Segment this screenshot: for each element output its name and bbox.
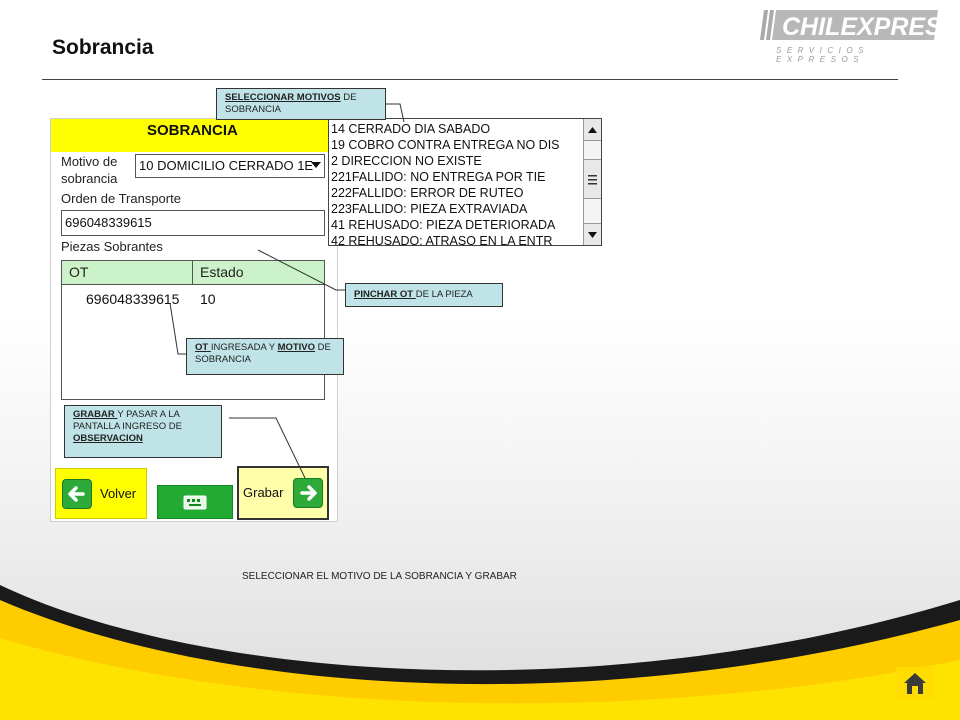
scroll-down-button[interactable]: [584, 223, 601, 245]
callout-ot-ingresada: OT INGRESADA Y MOTIVO DE SOBRANCIA: [186, 338, 344, 375]
arrow-left-icon: [62, 479, 92, 509]
motivo-select-value: 10 DOMICILIO CERRADO 1E: [139, 158, 314, 173]
dropdown-scrollbar[interactable]: [583, 119, 601, 245]
list-item[interactable]: 19 COBRO CONTRA ENTREGA NO DIS: [331, 138, 560, 152]
grip-icon: [588, 175, 597, 185]
motivo-select[interactable]: 10 DOMICILIO CERRADO 1E: [135, 154, 325, 178]
scroll-thumb[interactable]: [584, 159, 601, 199]
list-item[interactable]: 42 REHUSADO: ATRASO EN LA ENTR: [331, 234, 553, 246]
callout-seleccionar-rest: DE SOBRANCIA: [225, 92, 357, 115]
device-header: SOBRANCIA: [51, 119, 337, 152]
orden-transporte-input[interactable]: 696048339615: [61, 210, 325, 236]
piezas-label: Piezas Sobrantes: [61, 239, 163, 254]
callout-seleccionar-motivos: SELECCIONAR MOTIVOS DE SOBRANCIA: [216, 88, 386, 120]
grabar-button[interactable]: Grabar: [237, 466, 329, 520]
orden-transporte-value: 696048339615: [65, 215, 152, 230]
chevron-down-icon[interactable]: [311, 162, 321, 168]
orden-label: Orden de Transporte: [61, 191, 181, 206]
logo-tagline: SERVICIOS EXPRESOS: [776, 46, 869, 64]
list-item[interactable]: 2 DIRECCION NO EXISTE: [331, 154, 482, 168]
grabar-label: Grabar: [243, 485, 284, 500]
volver-label: Volver: [100, 486, 137, 501]
chilexpress-logo-icon: CHILEXPRESS: [760, 10, 938, 41]
callout-seleccionar-u1: SELECCIONAR MOTIVOS: [225, 92, 341, 103]
chilexpress-logo: CHILEXPRESS SERVICIOS EXPRESOS: [760, 8, 944, 64]
page-title: Sobrancia: [52, 36, 154, 59]
callout-pinchar-u1: PINCHAR OT: [354, 289, 416, 300]
device-screen: SOBRANCIA Motivo de sobrancia 10 DOMICIL…: [50, 118, 338, 522]
piezas-table: OT Estado 696048339615 10: [61, 260, 325, 400]
keyboard-button[interactable]: [157, 485, 233, 519]
list-item[interactable]: 223FALLIDO: PIEZA EXTRAVIADA: [331, 202, 528, 216]
logo-text: CHILEXPRESS: [782, 13, 938, 41]
triangle-up-icon: [588, 127, 597, 133]
callout-ot-rest: DE SOBRANCIA: [195, 342, 331, 365]
list-item[interactable]: 222FALLIDO: ERROR DE RUTEO: [331, 186, 524, 200]
callout-grabar-u2: OBSERVACION: [73, 432, 143, 444]
arrow-right-icon: [293, 478, 323, 508]
table-header-estado[interactable]: Estado: [193, 261, 324, 285]
list-item[interactable]: 14 CERRADO DIA SABADO: [331, 122, 491, 136]
scroll-up-button[interactable]: [584, 119, 601, 141]
callout-pinchar-rest: DE LA PIEZA: [415, 289, 473, 300]
bottom-instruction: SELECCIONAR EL MOTIVO DE LA SOBRANCIA Y …: [242, 571, 517, 582]
device-header-title: SOBRANCIA: [147, 122, 238, 139]
home-button[interactable]: [896, 667, 934, 699]
list-item[interactable]: 41 REHUSADO: PIEZA DETERIORADA: [331, 218, 556, 232]
home-icon: [904, 673, 926, 694]
callout-ot-mid: INGRESADA Y: [210, 342, 278, 353]
table-cell-ot[interactable]: 696048339615: [86, 291, 180, 307]
callout-grabar-mid: Y PASAR A LA PANTALLA INGRESO DE: [73, 409, 182, 432]
yellow-swoosh-decoration: [0, 585, 960, 720]
triangle-down-icon: [588, 232, 597, 238]
title-divider: [42, 79, 898, 80]
table-header-ot[interactable]: OT: [62, 261, 193, 285]
volver-button[interactable]: Volver: [55, 468, 147, 519]
callout-ot-u2: MOTIVO: [277, 342, 316, 353]
motivo-label-line1: Motivo de: [61, 154, 118, 169]
callout-grabar-u1: GRABAR: [73, 409, 118, 420]
motivo-label-line2: sobrancia: [61, 171, 118, 186]
motivo-dropdown-list[interactable]: 14 CERRADO DIA SABADO 19 COBRO CONTRA EN…: [328, 118, 602, 246]
callout-ot-u1: OT: [195, 342, 211, 353]
table-cell-estado[interactable]: 10: [200, 291, 216, 307]
callout-grabar: GRABAR Y PASAR A LA PANTALLA INGRESO DE …: [64, 405, 222, 458]
list-item[interactable]: 221FALLIDO: NO ENTREGA POR TIE: [331, 170, 546, 184]
keyboard-icon: [183, 495, 207, 510]
callout-pinchar-ot: PINCHAR OT DE LA PIEZA: [345, 283, 503, 307]
